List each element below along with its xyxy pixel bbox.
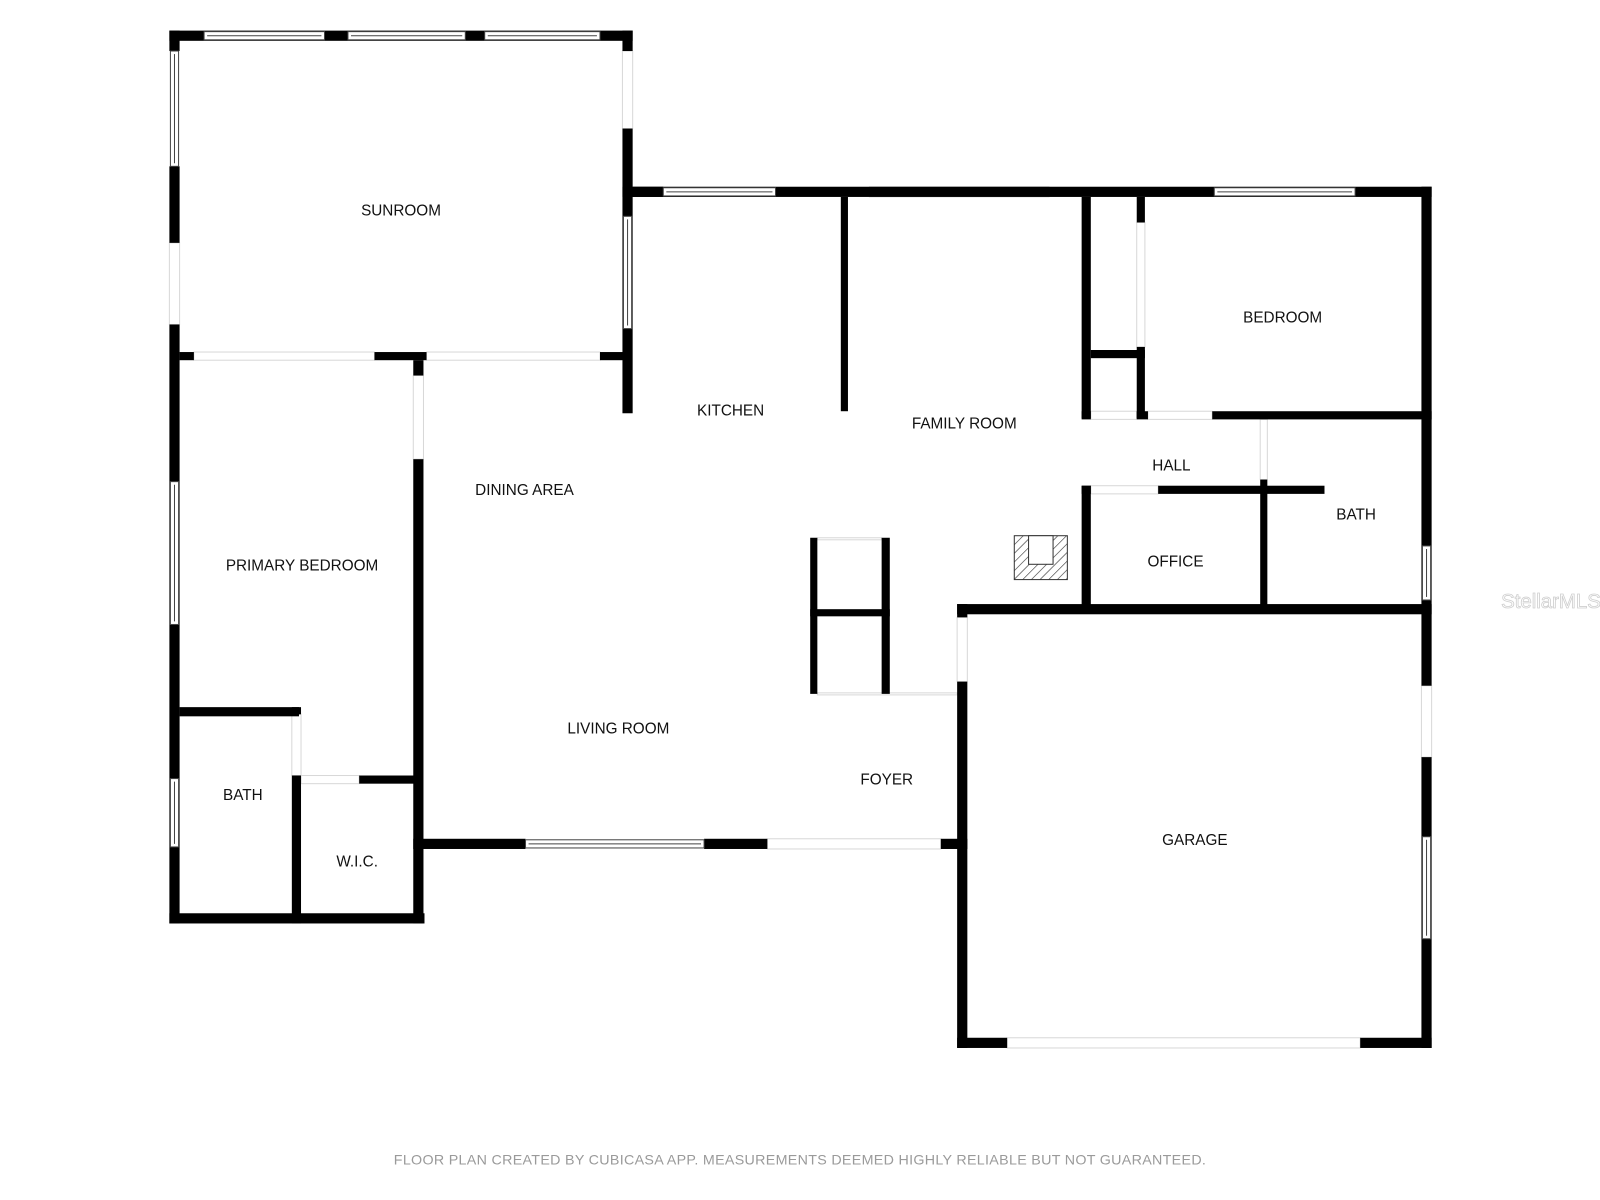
room-label-bedroom: BEDROOM bbox=[1243, 309, 1322, 326]
wall bbox=[413, 360, 424, 376]
wall bbox=[1360, 1037, 1432, 1048]
room-label-office: OFFICE bbox=[1147, 553, 1203, 570]
doorway bbox=[766, 838, 942, 850]
wall bbox=[1136, 411, 1148, 420]
doorway bbox=[1090, 485, 1159, 495]
fireplace bbox=[1013, 535, 1068, 581]
wall bbox=[1136, 196, 1145, 223]
doorway bbox=[300, 775, 360, 785]
doorway bbox=[426, 351, 601, 361]
room-label-hall: HALL bbox=[1152, 457, 1190, 474]
wall bbox=[1158, 485, 1325, 494]
wall bbox=[179, 352, 194, 361]
wall bbox=[704, 838, 768, 849]
doorway bbox=[1259, 418, 1268, 481]
wall bbox=[940, 838, 968, 849]
room-label-sunroom: SUNROOM bbox=[361, 202, 441, 219]
wall bbox=[1212, 411, 1432, 420]
wall bbox=[291, 707, 302, 715]
doorway bbox=[1090, 410, 1138, 420]
doorway bbox=[291, 713, 302, 777]
wall bbox=[1421, 186, 1432, 686]
wall bbox=[957, 1037, 1008, 1048]
doorway bbox=[621, 50, 634, 130]
room-label-garage: GARAGE bbox=[1162, 832, 1227, 849]
wall bbox=[1090, 350, 1145, 359]
wall bbox=[1081, 485, 1091, 610]
doorway bbox=[1006, 1037, 1361, 1049]
wall bbox=[810, 609, 890, 617]
openings bbox=[168, 50, 1433, 1049]
room-label-living-room: LIVING ROOM bbox=[567, 721, 669, 738]
wall bbox=[1260, 479, 1268, 610]
room-label-family-room: FAMILY ROOM bbox=[912, 416, 1017, 433]
wall bbox=[632, 186, 1432, 197]
footer-disclaimer: FLOOR PLAN CREATED BY CUBICASA APP. MEAS… bbox=[394, 1152, 1206, 1168]
room-label-bath-primary: BATH bbox=[223, 787, 263, 804]
wall bbox=[359, 775, 419, 784]
room-label-bath-east: BATH bbox=[1336, 506, 1376, 523]
doorway bbox=[193, 351, 375, 361]
doorway bbox=[1147, 410, 1213, 420]
doorway bbox=[412, 375, 424, 460]
wall bbox=[622, 30, 633, 52]
wall bbox=[169, 30, 180, 52]
doorway bbox=[1420, 685, 1433, 758]
wall bbox=[374, 352, 427, 361]
wall bbox=[600, 352, 628, 361]
wall bbox=[413, 838, 526, 849]
wall bbox=[1136, 346, 1145, 419]
room-label-kitchen: KITCHEN bbox=[697, 402, 764, 419]
wall bbox=[291, 775, 302, 924]
windows bbox=[169, 31, 1432, 940]
wall bbox=[169, 166, 180, 243]
wall bbox=[957, 604, 968, 618]
doorway bbox=[168, 242, 181, 325]
wall bbox=[179, 707, 299, 717]
wall bbox=[169, 913, 425, 924]
wall bbox=[957, 681, 968, 1048]
wall bbox=[1081, 411, 1091, 420]
room-label-primary-bedroom: PRIMARY BEDROOM bbox=[226, 557, 378, 574]
wall bbox=[1081, 196, 1091, 419]
wall bbox=[413, 459, 424, 924]
wall bbox=[840, 196, 848, 412]
watermark: StellarMLS bbox=[1501, 591, 1600, 613]
room-label-dining-area: DINING AREA bbox=[475, 482, 574, 499]
doorway bbox=[1136, 221, 1146, 348]
wall bbox=[957, 604, 1432, 615]
doorway bbox=[956, 616, 968, 683]
doorway bbox=[816, 537, 883, 541]
walls bbox=[169, 30, 1432, 1048]
room-label-foyer: FOYER bbox=[860, 772, 913, 789]
room-label-wic: W.I.C. bbox=[336, 853, 378, 870]
